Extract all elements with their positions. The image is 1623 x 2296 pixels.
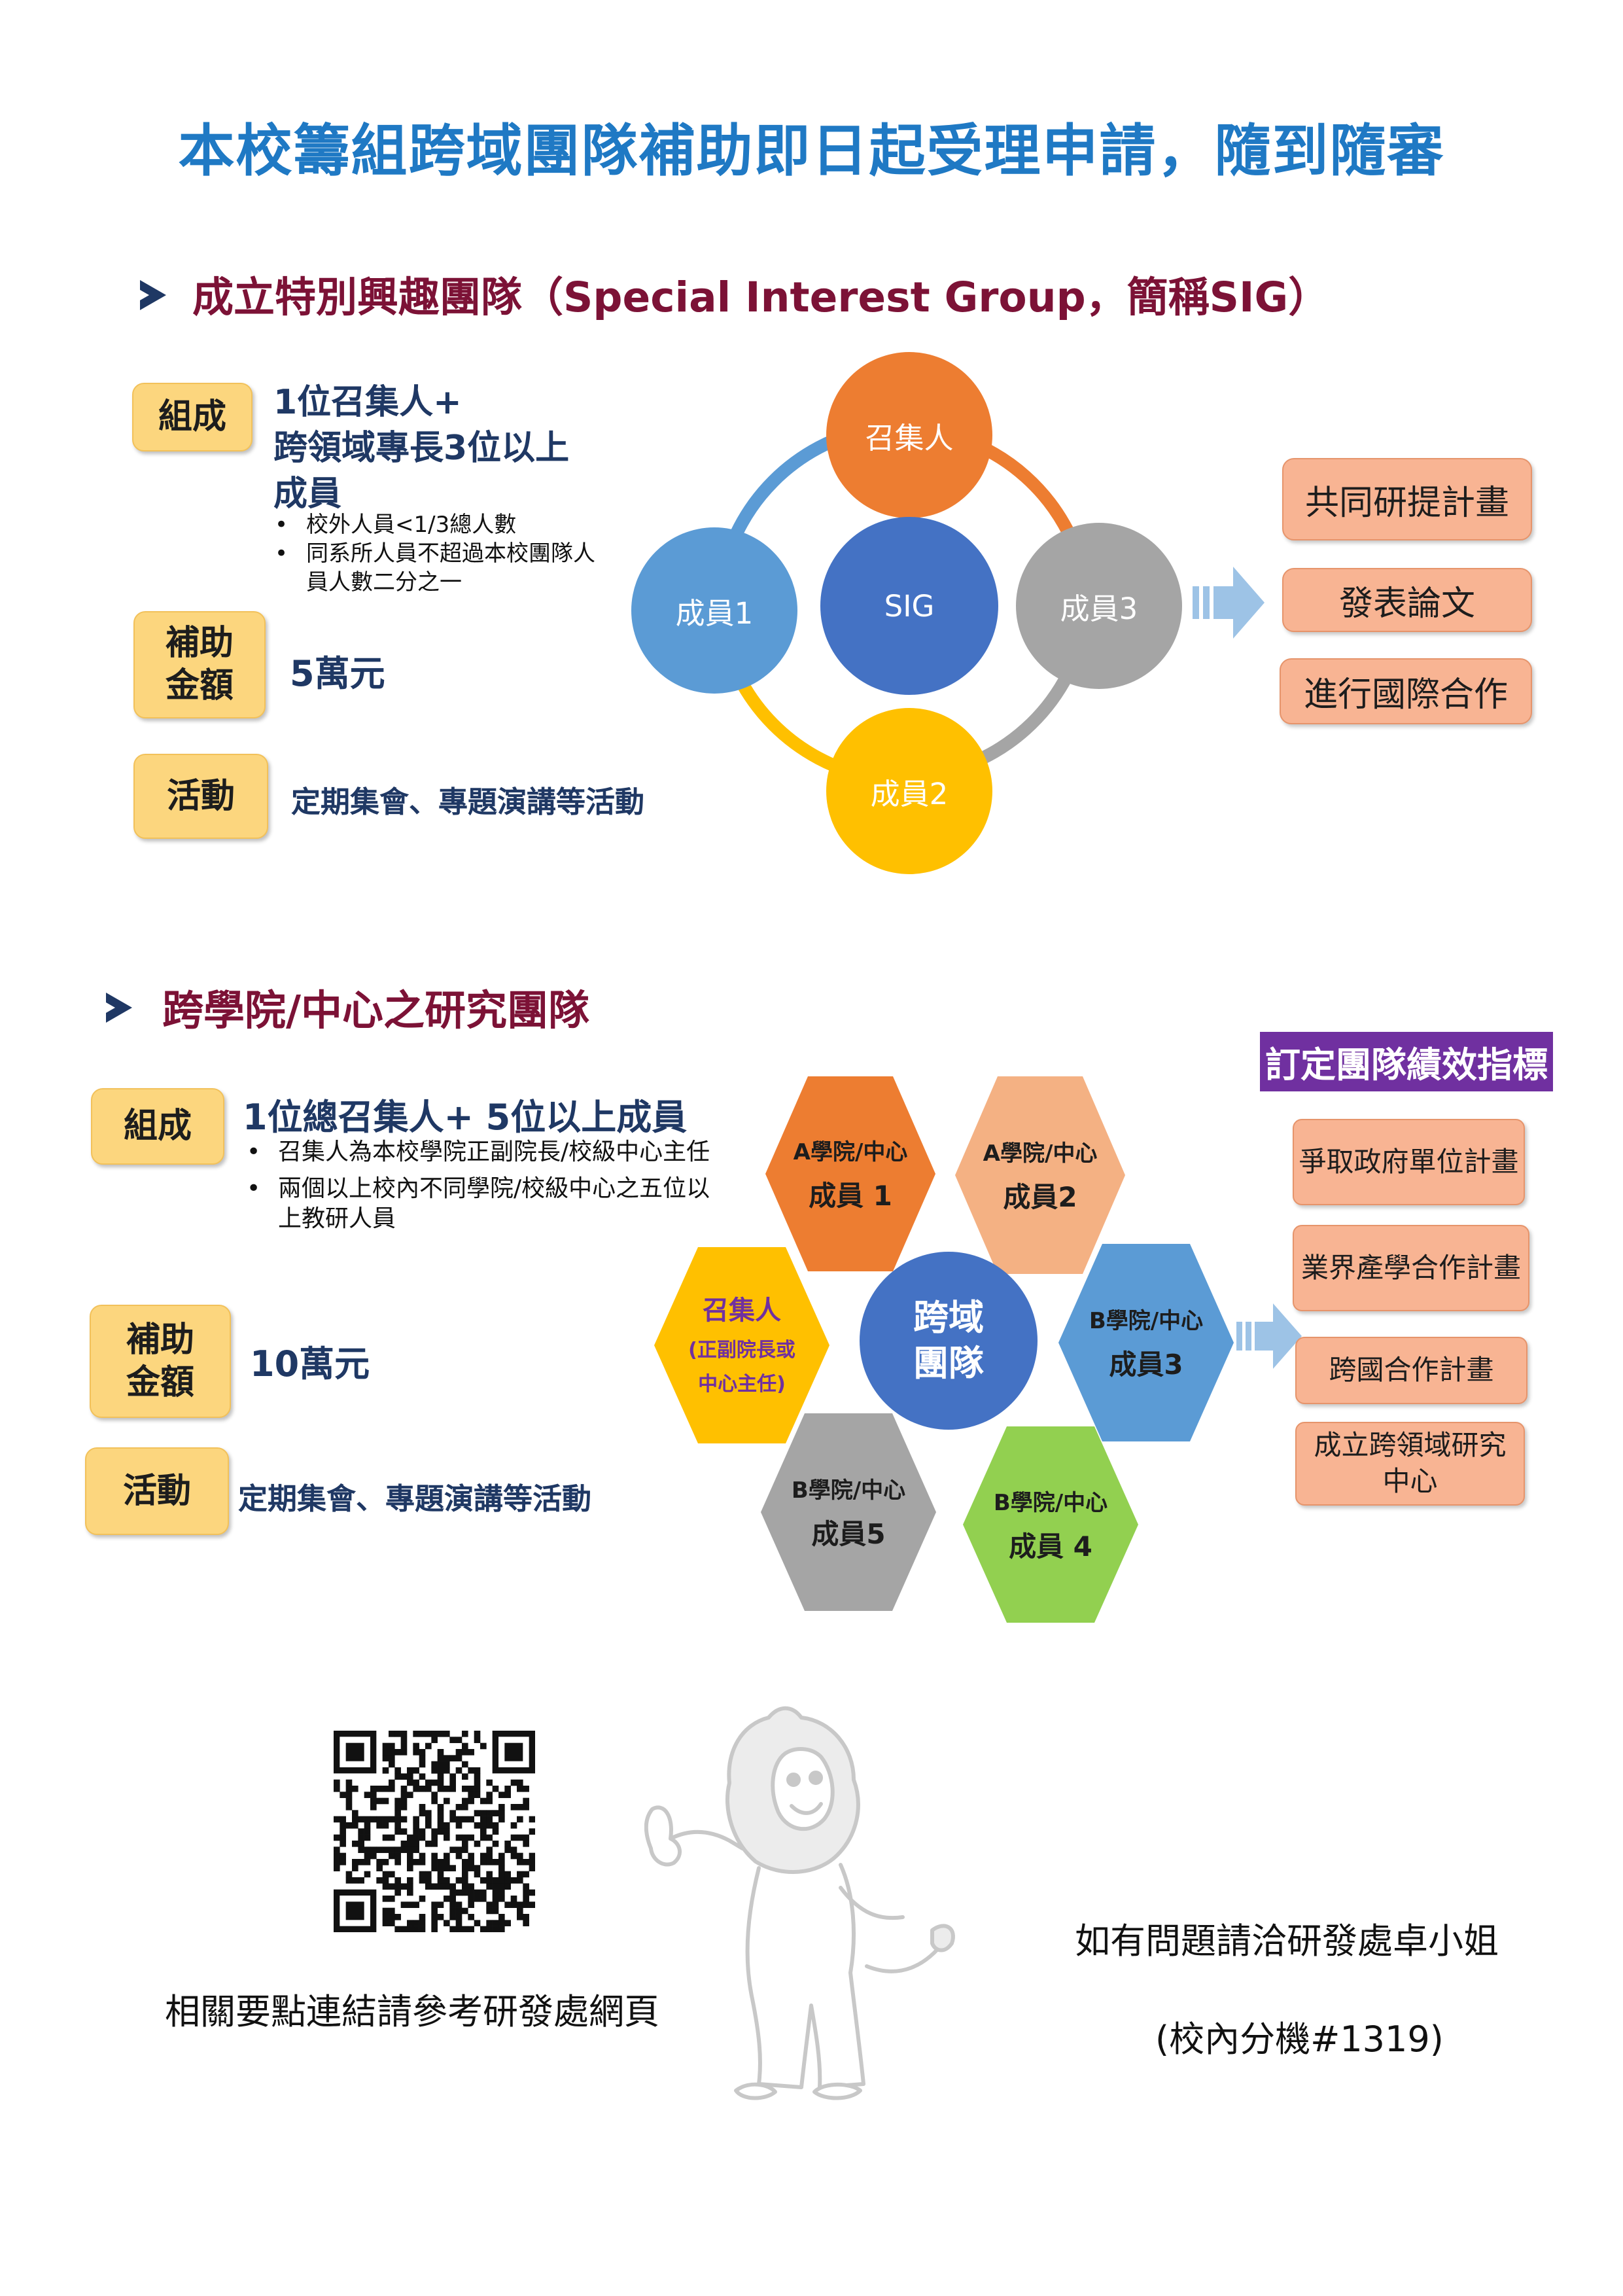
- sig-node-member3: 成員3: [1016, 523, 1182, 689]
- section2-funding-label: 補助金額: [90, 1305, 231, 1418]
- section2-composition-notes: 召集人為本校學院正副院長/校級中心主任 兩個以上校內不同學院/校級中心之五位以上…: [241, 1137, 712, 1234]
- note-item: 兩個以上校內不同學院/校級中心之五位以上教研人員: [241, 1174, 712, 1234]
- flow-arrow-icon: [1236, 1303, 1302, 1369]
- hex-center-team: 跨域團隊: [860, 1252, 1038, 1430]
- hex-member-label: 成員 1: [809, 1180, 892, 1212]
- section2-activity-value: 定期集會、專題演講等活動: [238, 1481, 592, 1516]
- outcome-box: 業界產學合作計畫: [1293, 1225, 1529, 1311]
- section1-composition-notes: 校外人員<1/3總人數 同系所人員不超過本校團隊人員人數二分之一: [270, 510, 597, 597]
- section1-composition-text: 1位召集人+ 跨領域專長3位以上 成員: [273, 380, 569, 517]
- hex-unit-label: A學院/中心: [793, 1139, 908, 1165]
- qr-code-icon: [334, 1731, 535, 1932]
- outcome-box: 成立跨領域研究中心: [1295, 1422, 1525, 1506]
- outcome-box: 跨國合作計畫: [1295, 1337, 1527, 1404]
- hex-member-label: 成員3: [1109, 1349, 1183, 1381]
- composition-line: 成員: [273, 474, 342, 514]
- note-item: 召集人為本校學院正副院長/校級中心主任: [241, 1137, 712, 1167]
- flow-arrow-icon: [1193, 567, 1265, 639]
- hex-unit-label: B學院/中心: [791, 1477, 906, 1504]
- hex-b-member3: B學院/中心 成員3: [1058, 1244, 1234, 1441]
- hex-convener-title: 召集人: [703, 1296, 781, 1326]
- hex-member-label: 成員2: [1003, 1181, 1077, 1213]
- bullet-arrow-icon: [106, 993, 132, 1023]
- section2-composition-line: 1位總召集人+ 5位以上成員: [243, 1097, 688, 1138]
- sig-node-member1: 成員1: [631, 527, 797, 694]
- contact-line2: (校內分機#1319): [1155, 2019, 1444, 2060]
- section2-activity-label: 活動: [85, 1447, 229, 1535]
- note-item: 同系所人員不超過本校團隊人員人數二分之一: [270, 539, 597, 597]
- hex-unit-label: B學院/中心: [1089, 1308, 1204, 1334]
- hex-a-member1: A學院/中心 成員 1: [765, 1076, 935, 1271]
- contact-line1: 如有問題請洽研發處卓小姐: [1075, 1920, 1499, 1962]
- hex-b-member5: B學院/中心 成員5: [761, 1413, 936, 1611]
- hex-unit-label: A學院/中心: [983, 1140, 1098, 1167]
- outcome-box: 進行國際合作: [1280, 658, 1532, 724]
- outcome-box: 共同研提計畫: [1282, 458, 1532, 540]
- section2-funding-value: 10萬元: [250, 1343, 370, 1385]
- composition-line: 1位召集人+: [273, 383, 462, 422]
- section1-heading: 成立特別興趣團隊（Special Interest Group，簡稱SIG）: [192, 274, 1330, 321]
- sig-node-member2: 成員2: [826, 708, 992, 874]
- sig-node-convener: 召集人: [826, 352, 992, 518]
- hex-unit-label: B學院/中心: [993, 1490, 1108, 1516]
- hex-convener: 召集人 (正副院長或中心主任): [654, 1247, 829, 1443]
- sig-node-center: SIG: [820, 517, 998, 695]
- section1-composition-label: 組成: [132, 383, 253, 451]
- hex-convener-note: (正副院長或中心主任): [688, 1339, 795, 1396]
- hex-member-label: 成員5: [811, 1518, 886, 1550]
- composition-line: 跨領域專長3位以上: [273, 429, 570, 468]
- hex-a-member2: A學院/中心 成員2: [955, 1076, 1125, 1274]
- lion-mascot-illustration: [644, 1706, 955, 2100]
- section2-composition-label: 組成: [91, 1088, 224, 1165]
- note-item: 校外人員<1/3總人數: [270, 510, 597, 539]
- hex-b-member4: B學院/中心 成員 4: [963, 1426, 1138, 1623]
- section1-funding-value: 5萬元: [290, 653, 385, 694]
- section1-funding-label: 補助金額: [133, 611, 266, 718]
- section1-activity-label: 活動: [133, 754, 268, 839]
- bullet-arrow-icon: [140, 280, 166, 310]
- outcome-box: 爭取政府單位計畫: [1293, 1119, 1525, 1205]
- hex-member-label: 成員 4: [1009, 1530, 1092, 1563]
- section2-heading: 跨學院/中心之研究團隊: [162, 987, 590, 1034]
- qr-caption: 相關要點連結請參考研發處網頁: [165, 1991, 659, 2032]
- page-title: 本校籌組跨域團隊補助即日起受理申請，隨到隨審: [178, 118, 1445, 184]
- kpi-label: 訂定團隊績效指標: [1260, 1032, 1553, 1091]
- outcome-box: 發表論文: [1282, 568, 1532, 632]
- section1-activity-value: 定期集會、專題演講等活動: [291, 785, 645, 819]
